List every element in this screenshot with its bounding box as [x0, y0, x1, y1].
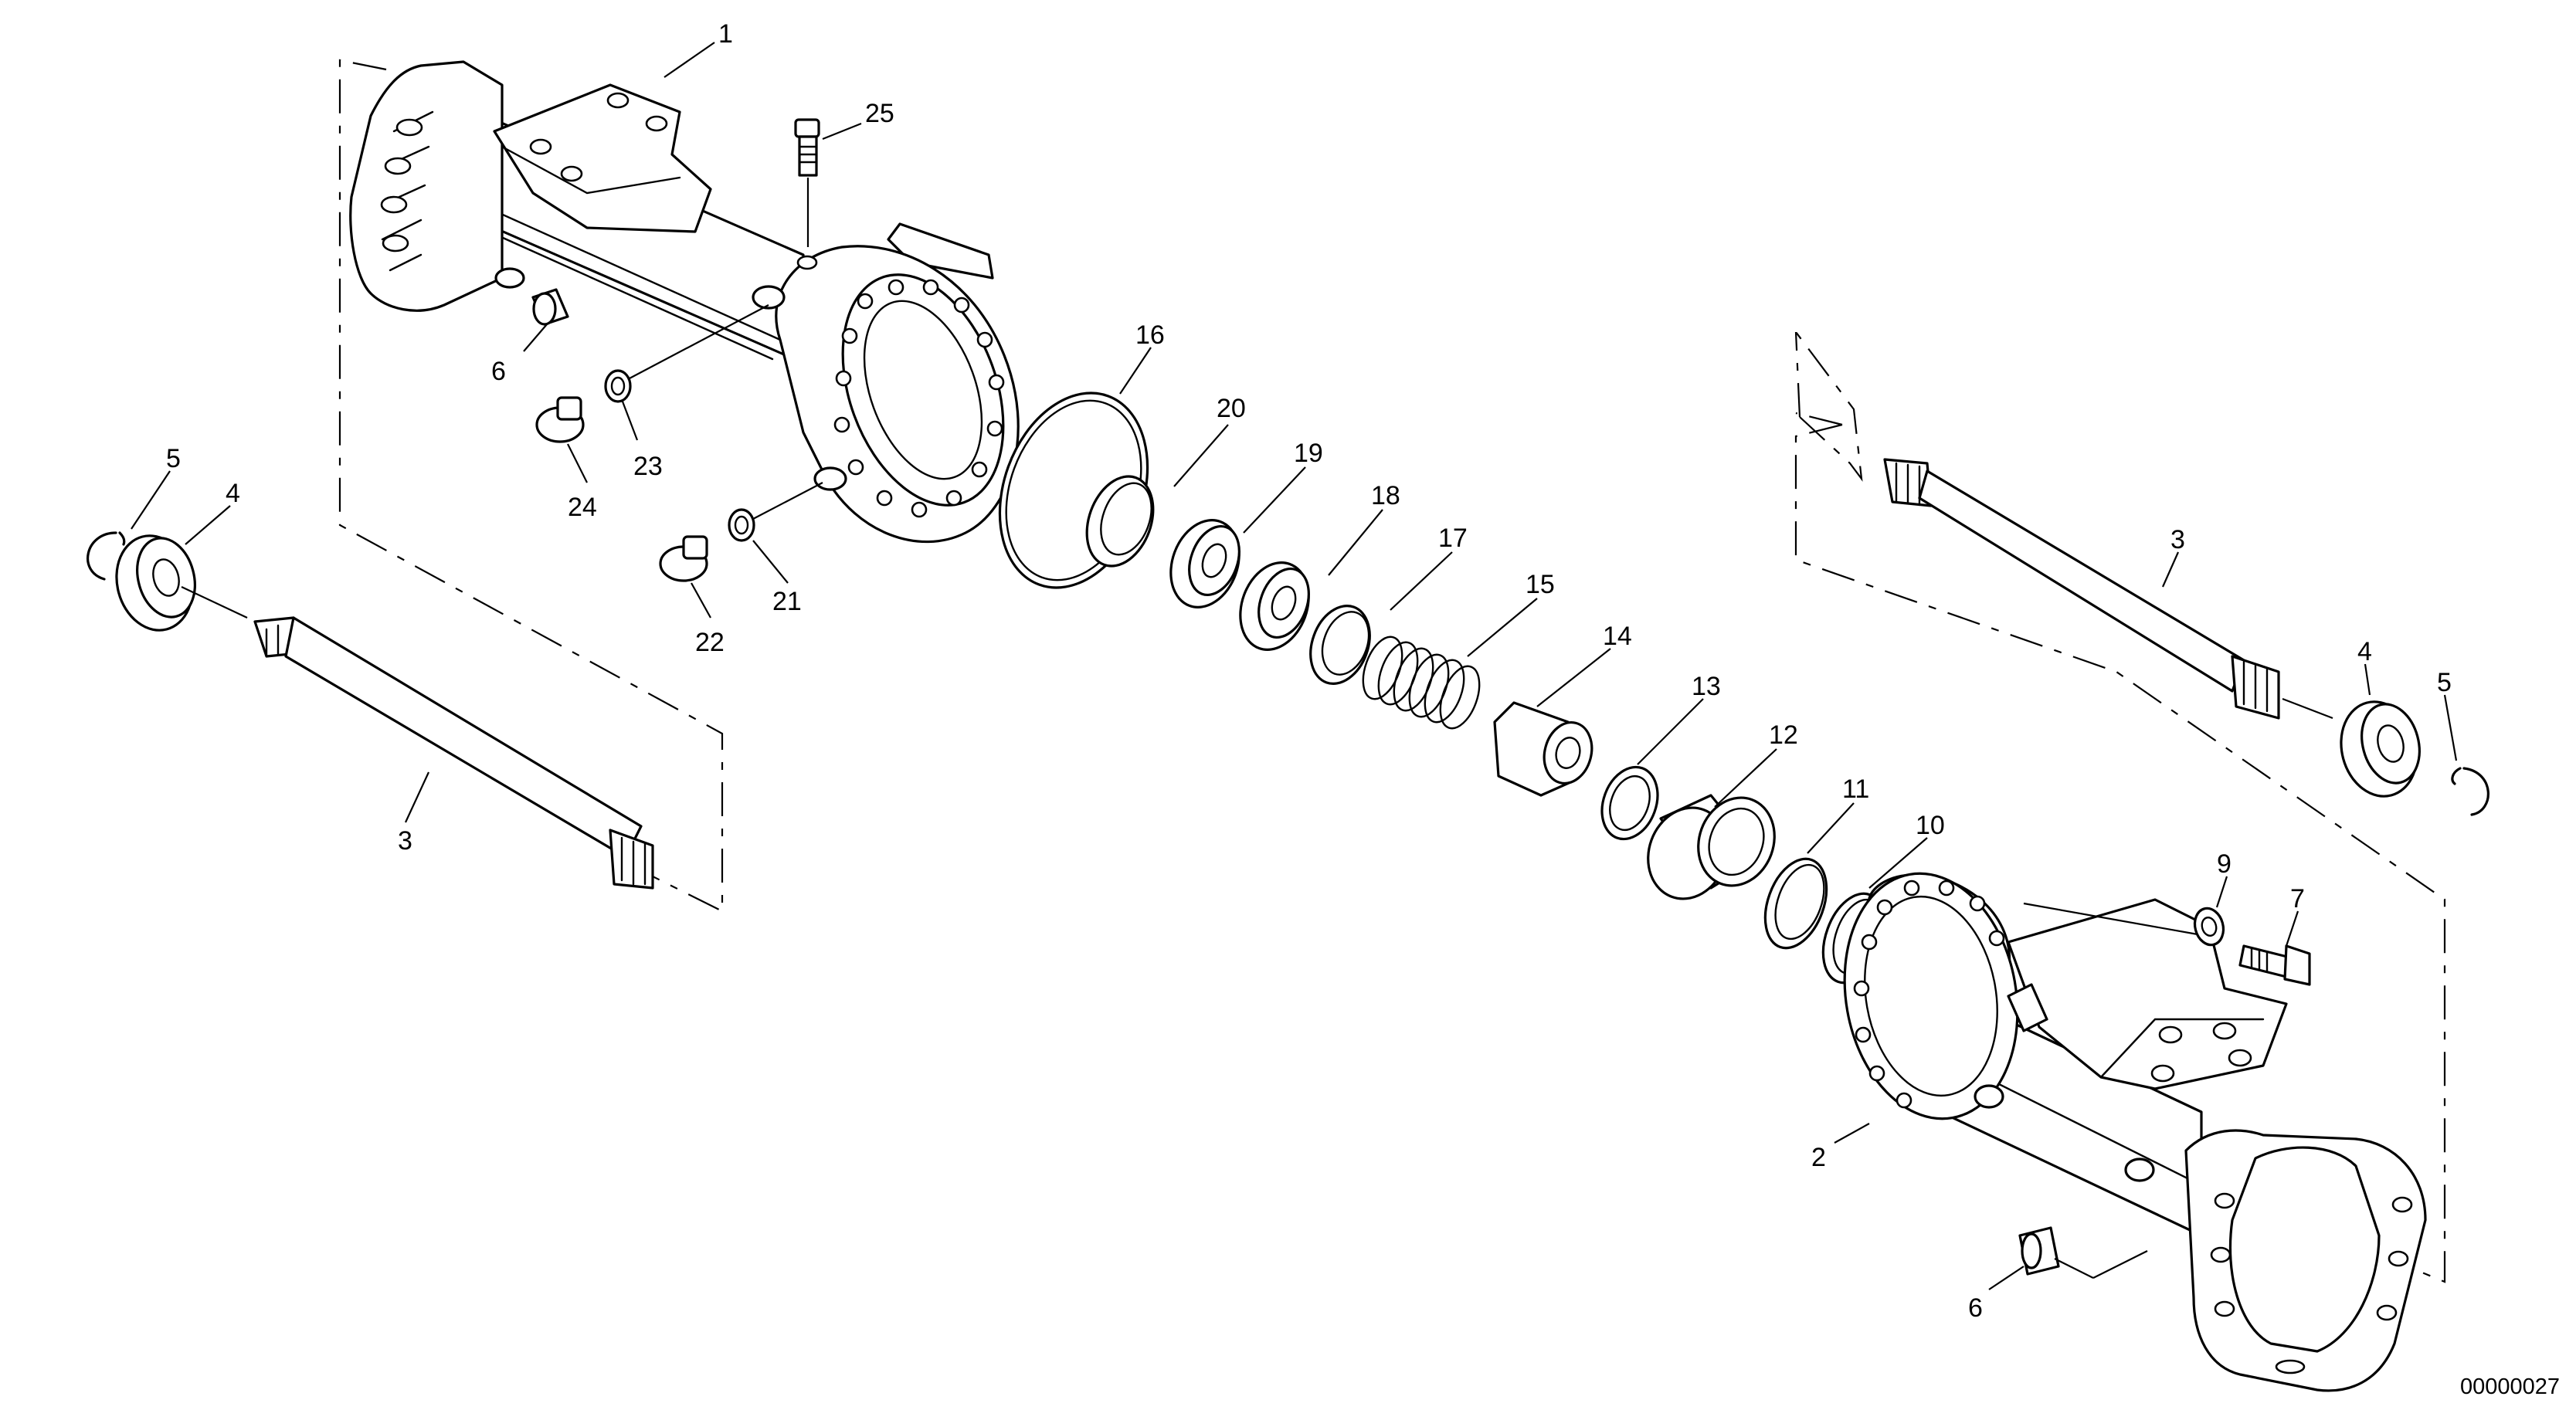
plug-24	[535, 396, 585, 443]
spring-15	[1362, 636, 1481, 730]
seal-20	[1085, 475, 1155, 568]
flange-bolt-holes	[833, 279, 1005, 518]
callout-4-right: 4	[2357, 637, 2372, 666]
breather-25	[794, 118, 820, 247]
callout-2: 2	[1811, 1143, 1826, 1172]
callout-20: 20	[1217, 394, 1246, 423]
bracket-lines	[338, 59, 2446, 1283]
shaft-3-left	[253, 616, 654, 890]
callout-18: 18	[1371, 481, 1400, 510]
callout-5-right: 5	[2437, 668, 2452, 697]
callout-3-right: 3	[2170, 525, 2185, 554]
drawing-reference-number: 00000027	[2460, 1374, 2560, 1399]
axle-housing-1	[349, 60, 1020, 544]
washer-9	[2193, 907, 2225, 947]
axle-housing-2	[1843, 872, 2427, 1392]
plug-6-right	[2018, 1226, 2060, 1276]
callout-23: 23	[633, 452, 663, 481]
bushing-12	[1647, 794, 1776, 900]
callout-numbers: 1 25 6 23 24 21 22 5 4 3 16 20 19 18 17 …	[166, 19, 2452, 1323]
needle-bearing-13	[1600, 765, 1659, 841]
callout-6-left: 6	[491, 357, 506, 386]
callout-leaders	[131, 42, 2458, 1290]
ring-11	[1763, 857, 1828, 950]
callout-16: 16	[1135, 320, 1165, 350]
callout-5-left: 5	[166, 444, 181, 473]
callout-22: 22	[695, 628, 725, 657]
housing-2-bolt-holes	[1853, 880, 2005, 1109]
circlip-5-left	[87, 531, 126, 581]
circlip-5-right	[2451, 767, 2489, 816]
callout-11: 11	[1842, 774, 1869, 804]
callout-14: 14	[1603, 622, 1632, 651]
plug-22	[659, 535, 708, 582]
callout-6-right: 6	[1968, 1293, 1983, 1323]
washer-23	[604, 369, 632, 403]
coupler-14	[1493, 701, 1593, 797]
callout-25: 25	[865, 99, 894, 128]
callout-4-left: 4	[226, 479, 240, 508]
callout-7: 7	[2290, 884, 2305, 913]
washer-21	[728, 508, 755, 542]
callout-17: 17	[1438, 524, 1468, 553]
callout-1: 1	[718, 19, 733, 49]
callout-10: 10	[1916, 811, 1945, 840]
bearing-19	[1169, 519, 1240, 608]
plug-6-left	[531, 288, 569, 326]
callout-3-left: 3	[398, 826, 412, 856]
callout-13: 13	[1692, 672, 1721, 701]
callout-12: 12	[1769, 720, 1798, 750]
ring-17	[1309, 605, 1371, 685]
bolt-7	[2238, 944, 2311, 986]
callout-21: 21	[772, 587, 802, 616]
callout-19: 19	[1294, 439, 1323, 468]
callout-15: 15	[1526, 570, 1555, 599]
bearing-18	[1239, 561, 1310, 651]
callout-9: 9	[2217, 849, 2232, 879]
callout-24: 24	[568, 493, 597, 522]
bearing-4-left	[115, 534, 196, 632]
bearing-4-right	[2340, 700, 2421, 798]
shaft-3-right	[1883, 458, 2280, 720]
